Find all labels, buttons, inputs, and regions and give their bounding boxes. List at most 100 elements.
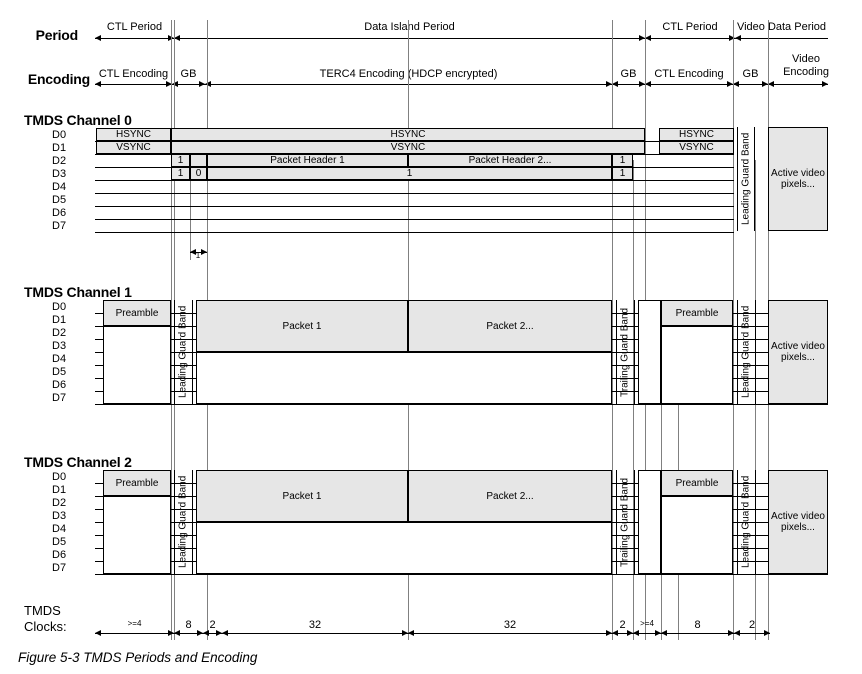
clock-seg-2-arrow-left <box>203 630 209 636</box>
ch0-leading-guard-band: Leading Guard Band <box>740 132 752 226</box>
ch1-gap-box <box>638 300 661 404</box>
ch2-tgb-r <box>634 470 635 574</box>
clock-seg-8-arrow-right <box>764 630 770 636</box>
clock-seg-3-arrow-left <box>222 630 228 636</box>
ch0-dim-one-arrow-left <box>190 249 196 255</box>
clock-seg-7-arrow-right <box>728 630 734 636</box>
ch1-tgb-l <box>616 300 617 404</box>
ch0-cell-r2-6: 1 <box>171 154 190 167</box>
ch1-leading-guard-band: Leading Guard Band <box>177 305 189 399</box>
ch1-line-label-7: D7 <box>52 392 67 404</box>
enc-arrow-r-6 <box>822 81 828 87</box>
period-arrow-r-2 <box>729 35 735 41</box>
clock-value-3: 32 <box>308 619 322 631</box>
ch0-line-label-3: D3 <box>52 168 67 180</box>
ch2-line-label-5: D5 <box>52 536 67 548</box>
encoding-axis <box>95 84 828 85</box>
ch2-preamble2-box: Preamble <box>661 470 733 496</box>
ch1-lgb-l <box>174 300 175 404</box>
clock-seg-2 <box>203 633 222 634</box>
enc-arrow-l-0 <box>95 81 101 87</box>
period-arrow-l-1 <box>174 35 180 41</box>
ch0-cell-r1-3: VSYNC <box>96 141 171 154</box>
enc-arrow-r-3 <box>639 81 645 87</box>
ch2-line-label-4: D4 <box>52 523 67 535</box>
ch1-active-video-line-1: pixels... <box>781 352 815 363</box>
ch1-preamble2-rest <box>661 326 733 404</box>
period-arrow-l-2 <box>645 35 651 41</box>
clock-seg-7 <box>661 633 734 634</box>
ch1-tgb-r <box>634 300 635 404</box>
ch1-packet1-box: Packet 1 <box>196 300 408 352</box>
ch0-cell-r3-11: 1 <box>171 167 190 180</box>
clock-seg-6-arrow-left <box>633 630 639 636</box>
ch0-active-video-line-0: Active video <box>771 168 825 179</box>
ch1-lgb-r <box>192 300 193 404</box>
clock-value-1: 8 <box>185 619 192 631</box>
guide-line-0 <box>171 20 172 640</box>
ch1-lgb2-r <box>755 300 756 404</box>
enc-arrow-l-3 <box>612 81 618 87</box>
guide-line-5 <box>633 160 634 640</box>
period-arrow-start <box>95 35 101 41</box>
clock-value-8: 2 <box>748 619 756 631</box>
period-axis <box>95 38 828 39</box>
period-segment-1: Data Island Period <box>364 21 455 33</box>
encoding-segment-1: GB <box>180 68 197 80</box>
clock-seg-7-arrow-left <box>661 630 667 636</box>
encoding-video-line1: Video <box>792 53 820 65</box>
enc-arrow-l-5 <box>733 81 739 87</box>
enc-arrow-l-6 <box>768 81 774 87</box>
ch0-active-video-line-1: pixels... <box>781 179 815 190</box>
clock-seg-5-arrow-left <box>612 630 618 636</box>
period-arrow-r-1 <box>639 35 645 41</box>
enc-arrow-r-2 <box>606 81 612 87</box>
ch0-waveform-6 <box>95 219 734 220</box>
ch1-line-label-2: D2 <box>52 327 67 339</box>
ch0-line-label-2: D2 <box>52 155 67 167</box>
ch1-active-video-line-0: Active video <box>771 341 825 352</box>
enc-arrow-r-0 <box>166 81 172 87</box>
ch2-line-label-0: D0 <box>52 471 67 483</box>
period-arrow-l-3 <box>735 35 741 41</box>
ch0-cell-r0-2: HSYNC <box>659 128 734 141</box>
ch2-active-video-line-0: Active video <box>771 511 825 522</box>
clock-seg-5 <box>612 633 633 634</box>
tmds-clocks-label-2: Clocks: <box>24 619 67 634</box>
ch2-waveform-7 <box>95 574 828 575</box>
ch1-leading-guard-band-2: Leading Guard Band <box>740 305 752 399</box>
ch0-cell-r2-7 <box>190 154 207 167</box>
clock-seg-6-arrow-right <box>655 630 661 636</box>
ch0-cell-r2-10: 1 <box>612 154 633 167</box>
enc-arrow-l-4 <box>645 81 651 87</box>
ch2-preamble-rest <box>103 496 171 574</box>
clock-seg-8 <box>734 633 770 634</box>
encoding-segment-3: GB <box>620 68 637 80</box>
enc-arrow-r-5 <box>762 81 768 87</box>
ch1-line-label-4: D4 <box>52 353 67 365</box>
ch1-line-label-6: D6 <box>52 379 67 391</box>
ch0-cell-r1-4: VSYNC <box>171 141 645 154</box>
ch0-line-label-0: D0 <box>52 129 67 141</box>
ch2-active-video-line-1: pixels... <box>781 522 815 533</box>
ch2-leading-guard-band-2: Leading Guard Band <box>740 475 752 569</box>
ch0-dim-one-value: 1 <box>195 251 201 260</box>
ch1-preamble2-box: Preamble <box>661 300 733 326</box>
channel-0-title: TMDS Channel 0 <box>24 112 132 128</box>
encoding-segment-4: CTL Encoding <box>654 68 724 80</box>
clock-value-4: 32 <box>503 619 517 631</box>
ch2-preamble-box: Preamble <box>103 470 171 496</box>
ch2-tgb-l <box>616 470 617 574</box>
clock-seg-4 <box>408 633 612 634</box>
period-segment-3: Video Data Period <box>736 21 827 33</box>
encoding-segment-5: GB <box>742 68 759 80</box>
tmds-clocks-label-1: TMDS <box>24 603 61 618</box>
ch0-line-label-5: D5 <box>52 194 67 206</box>
clock-seg-1 <box>174 633 203 634</box>
clock-seg-3 <box>222 633 408 634</box>
ch0-waveform-7 <box>95 232 734 233</box>
ch0-cell-r3-13: 1 <box>207 167 612 180</box>
